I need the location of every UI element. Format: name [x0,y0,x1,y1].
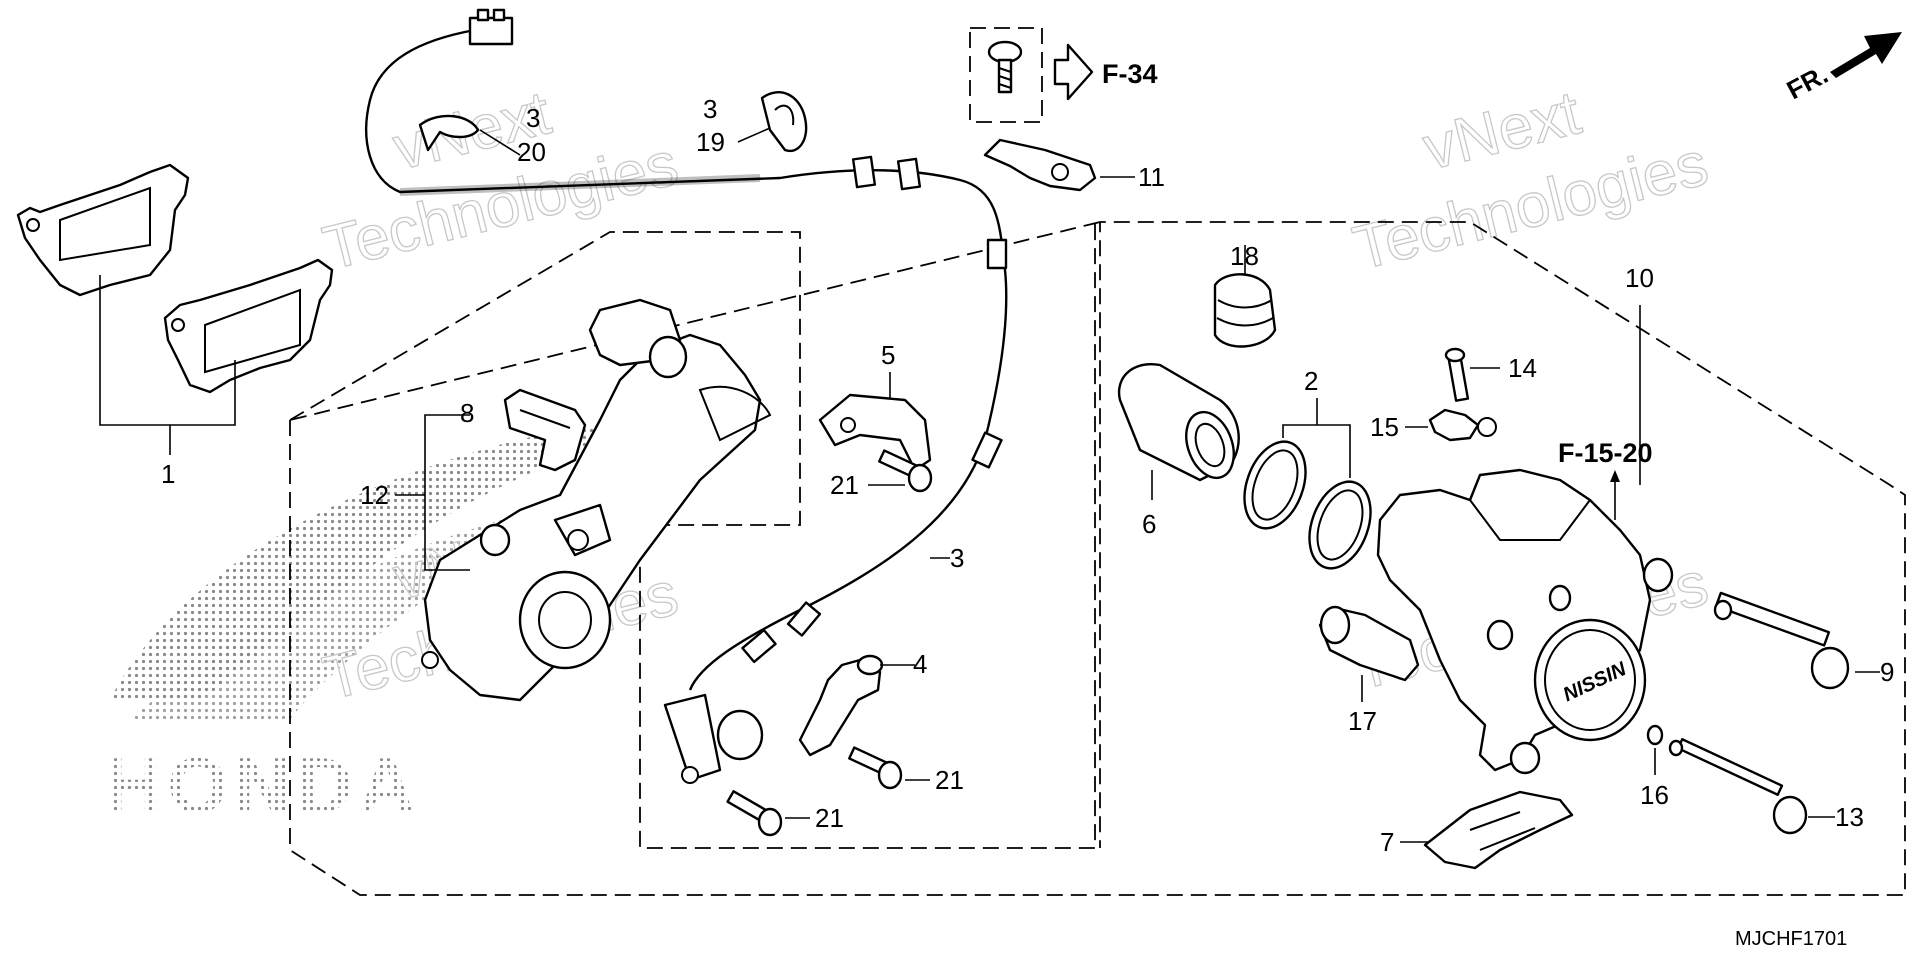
sensor-bracket-5 [818,393,932,472]
callout-6: 6 [1142,509,1156,539]
wheel-speed-sensor-4 [798,654,884,757]
bolt-21-lower [726,790,783,837]
ref-arrow-f1520 [1610,470,1620,482]
washer-16 [1646,724,1664,746]
callout-15: 15 [1370,412,1399,442]
pad-spring-7 [1423,790,1574,870]
pad-pin-13 [1668,738,1808,835]
outline-bracket-group [289,221,1101,849]
outline-outer-group [289,221,1906,896]
callout-21-upper: 21 [830,470,859,500]
brake-pads [16,163,334,394]
cable-clip-20 [418,114,480,152]
bolt-21-upper [878,449,933,493]
bolt-21-middle [848,746,903,790]
callout-7: 7 [1380,827,1394,857]
caliper-bracket-12 [421,298,772,702]
callout-11: 11 [1138,162,1165,192]
leader-2 [1282,424,1351,478]
callout-14: 14 [1508,353,1537,383]
callout-4: 4 [913,649,927,679]
leader-12 [424,414,470,571]
bracket-clip-8 [503,388,587,472]
callout-17: 17 [1348,706,1377,736]
honda-logo-text: HONDA [105,741,421,829]
bleeder-screw-14 [1444,347,1470,402]
speed-sensor-cable [365,8,1008,691]
cable-clamp-11 [983,138,1097,192]
callout-18: 18 [1230,241,1259,271]
callout-21-lower: 21 [815,803,844,833]
callout-8: 8 [460,398,474,428]
ref-label-f34: F-34 [1102,59,1158,89]
ref-arrow-f34 [1053,43,1094,101]
callout-3-clip-19: 3 [703,94,717,124]
drawing-code: MJCHF1701 [1735,928,1847,950]
cable-connector [468,16,514,46]
callout-10: 10 [1625,263,1654,293]
leader-1 [99,275,236,426]
front-label: FR. [1782,59,1833,105]
ref-bolt [987,40,1023,94]
callout-20: 20 [517,137,546,167]
callout-3-cable: 3 [950,543,964,573]
callout-2: 2 [1304,366,1318,396]
callout-9: 9 [1880,657,1894,687]
watermark-right: vNext Technologies [1346,78,1715,285]
cable-end-sensor [663,693,764,784]
caliper-body-10: NISSIN [1376,468,1674,775]
callout-1: 1 [161,459,175,489]
bleeder-cap-15 [1428,408,1497,442]
callout-16: 16 [1640,780,1669,810]
cable-clip-19 [760,91,808,153]
front-direction-indicator: FR. [1782,32,1902,105]
callout-12: 12 [360,480,389,510]
outline-bolt-ref-box [969,27,1043,123]
ref-label-f1520: F-15-20 [1558,438,1653,468]
callout-19: 19 [696,127,725,157]
slide-pin-17 [1318,605,1420,682]
pin-boot-18 [1213,273,1277,348]
callout-5: 5 [881,340,895,370]
pin-bolt-9 [1713,591,1850,690]
callout-21-middle: 21 [935,765,964,795]
leader-19 [737,127,771,143]
callout-3-clip-20: 3 [526,103,540,133]
leader-20 [479,129,521,156]
piston-seals-2 [1243,440,1372,570]
caliper-piston-6 [1117,363,1240,482]
callout-13: 13 [1835,802,1864,832]
